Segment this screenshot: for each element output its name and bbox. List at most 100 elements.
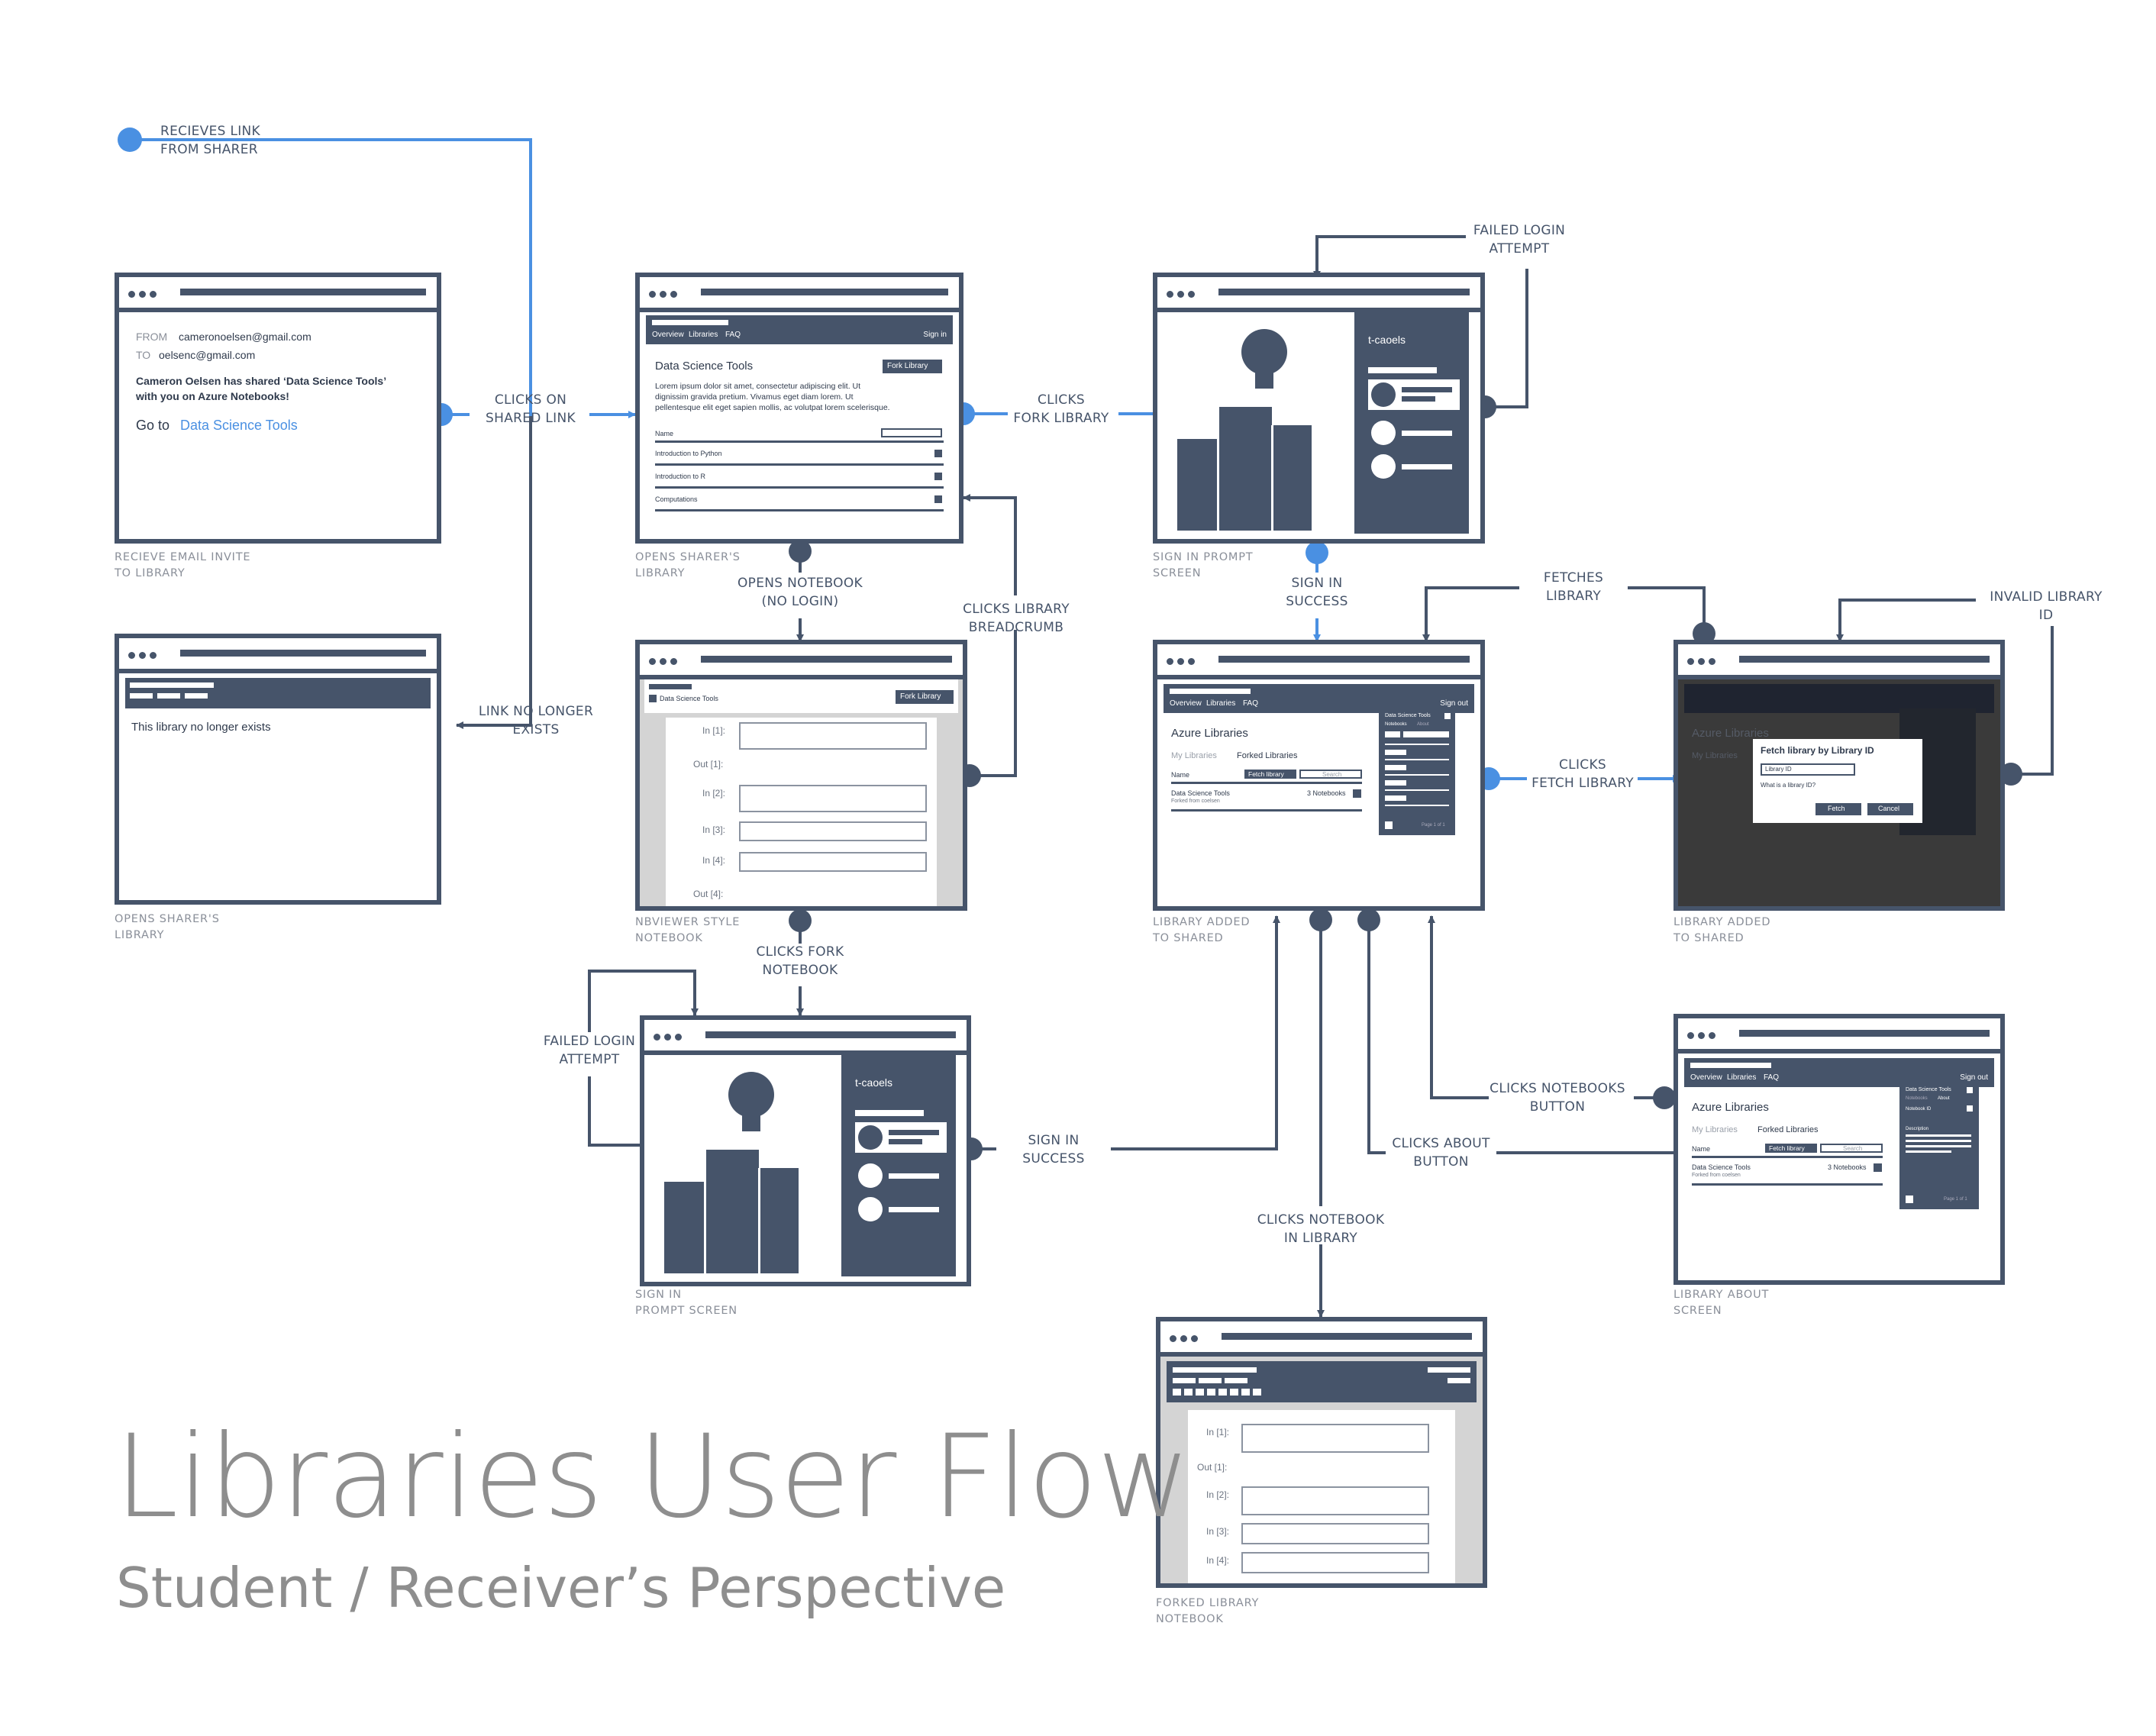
nav-libraries[interactable]: Libraries: [1727, 1073, 1757, 1082]
caption-shared-library: OPENS SHARER'S LIBRARY: [635, 551, 741, 579]
fetch-library-button[interactable]: Fetch library: [1244, 770, 1296, 779]
caption-sign-in-2: SIGN IN PROMPT SCREEN: [635, 1289, 737, 1317]
code-cell[interactable]: [1241, 1552, 1429, 1573]
code-cell[interactable]: [1241, 1486, 1429, 1515]
browser-chrome: [1157, 644, 1480, 679]
account-username: t-caoels: [1368, 334, 1406, 346]
nav-faq[interactable]: FAQ: [1764, 1073, 1780, 1082]
page-title: Libraries User Flow: [115, 1411, 1190, 1544]
nav-overview[interactable]: Overview: [652, 331, 684, 339]
browser-chrome: [640, 277, 959, 312]
library-id-help-link[interactable]: What is a library ID?: [1761, 782, 1816, 789]
cell-prompt: In [2]:: [702, 788, 726, 799]
fork-library-button[interactable]: Fork Library: [883, 360, 942, 373]
browser-chrome: [1157, 277, 1480, 312]
connector-about-button: [1367, 920, 1386, 1154]
page-heading: Azure Libraries: [1692, 1101, 1769, 1114]
cell-prompt: Out [1]:: [1197, 1462, 1228, 1473]
notebook-row[interactable]: Introduction to R: [655, 473, 706, 480]
email-to-label: TO: [136, 349, 151, 361]
email-to-value: oelsenc@gmail.com: [159, 349, 256, 361]
notebook-row[interactable]: Computations: [655, 495, 698, 503]
screen-library-about: Overview Libraries FAQ Sign out Azure Li…: [1673, 1014, 2005, 1285]
library-row-title[interactable]: Data Science Tools: [1692, 1163, 1751, 1171]
code-cell[interactable]: [1241, 1523, 1429, 1544]
nav-libraries[interactable]: Libraries: [1206, 699, 1236, 708]
account-option[interactable]: [858, 1197, 883, 1221]
sign-out-link[interactable]: Sign out: [1440, 699, 1468, 708]
caption-library-added-fetch: LIBRARY ADDED TO SHARED: [1673, 916, 1771, 944]
code-cell[interactable]: [739, 852, 927, 872]
email-goto-prefix: Go to: [136, 418, 170, 433]
notebooks-button[interactable]: [1353, 789, 1361, 798]
cell-prompt: In [3]:: [702, 824, 726, 835]
caption-library-added: LIBRARY ADDED TO SHARED: [1153, 916, 1251, 944]
connector-receive-link: [130, 138, 532, 416]
name-column-header: Name: [1171, 771, 1190, 779]
notebooks-button[interactable]: [1874, 1163, 1882, 1172]
code-cell[interactable]: [1241, 1424, 1429, 1453]
notebook-toolbar: [1167, 1361, 1477, 1402]
caption-sign-in-1: SIGN IN PROMPT SCREEN: [1153, 551, 1254, 579]
fetch-button[interactable]: Fetch: [1815, 803, 1861, 815]
node: [1306, 541, 1328, 564]
tab-forked-libraries[interactable]: Forked Libraries: [1757, 1125, 1819, 1134]
library-id-input[interactable]: Library ID: [1761, 763, 1855, 776]
tab-my-libraries[interactable]: My Libraries: [1692, 1125, 1738, 1134]
tab-forked-libraries[interactable]: Forked Libraries: [1237, 751, 1298, 760]
library-breadcrumb[interactable]: Data Science Tools: [660, 695, 718, 702]
code-cell[interactable]: [739, 722, 927, 750]
cell-prompt: In [4]:: [1206, 1555, 1230, 1566]
screen-no-longer-exists: This library no longer exists: [115, 634, 441, 905]
nav-bar: [125, 678, 431, 708]
sign-out-link[interactable]: Sign out: [1960, 1073, 1988, 1082]
label-failed-login-2: FAILED LOGIN ATTEMPT: [543, 1034, 636, 1067]
library-description: Lorem ipsum dolor sit amet, consectetur …: [655, 382, 890, 412]
nav-overview[interactable]: Overview: [1170, 699, 1202, 708]
nav-bar: Overview Libraries FAQ Sign out: [1684, 1058, 1994, 1087]
code-cell[interactable]: [739, 785, 927, 812]
library-row-subtitle: Forked from coelsen: [1692, 1173, 1741, 1178]
node: [1693, 622, 1715, 645]
label-sign-in-success-2: SIGN IN SUCCESS: [1022, 1133, 1085, 1166]
notebook-row[interactable]: Introduction to Python: [655, 450, 722, 457]
label-failed-login-1: FAILED LOGIN ATTEMPT: [1473, 223, 1566, 257]
connector-library-breadcrumb: [970, 630, 1017, 777]
email-library-link[interactable]: Data Science Tools: [180, 418, 298, 433]
code-cell[interactable]: [739, 821, 927, 841]
fetch-library-dialog: Fetch library by Library ID Library ID W…: [1753, 739, 1922, 823]
nav-libraries[interactable]: Libraries: [689, 331, 718, 339]
tab-my-libraries[interactable]: My Libraries: [1171, 751, 1217, 760]
name-column-header: Name: [1692, 1145, 1711, 1153]
library-row-title[interactable]: Data Science Tools: [1171, 789, 1230, 797]
nav-overview[interactable]: Overview: [1690, 1073, 1722, 1082]
browser-chrome: [644, 1020, 967, 1055]
search-input[interactable]: Search: [1299, 770, 1362, 779]
nav-faq[interactable]: FAQ: [725, 331, 741, 339]
fetch-library-button[interactable]: Fetch library: [1765, 1144, 1817, 1153]
email-from-label: FROM: [136, 331, 168, 343]
search-input[interactable]: Search: [1820, 1144, 1883, 1153]
cell-prompt: In [3]:: [1206, 1526, 1230, 1537]
screen-fetch-library-dialog: Azure Libraries My Libraries Fetch libra…: [1673, 640, 2005, 911]
fork-library-button[interactable]: Fork Library: [896, 690, 954, 704]
account-option[interactable]: [1371, 421, 1396, 445]
account-option[interactable]: [1368, 379, 1460, 410]
nav-faq[interactable]: FAQ: [1243, 699, 1259, 708]
sign-in-link[interactable]: Sign in: [923, 331, 947, 339]
screen-forked-library-notebook: In [1]: Out [1]: In [2]: In [3]: In [4]:: [1156, 1317, 1487, 1588]
notebook-header: Data Science Tools Fork Library: [644, 679, 958, 713]
cell-prompt: In [2]:: [1206, 1489, 1230, 1500]
account-option[interactable]: [855, 1122, 947, 1153]
notebook-body: In [1]: Out [1]: In [2]: In [3]: In [4]:…: [666, 718, 937, 906]
account-option[interactable]: [858, 1163, 883, 1188]
connector-failed-login-1: [1485, 269, 1528, 408]
cell-prompt: In [4]:: [702, 855, 726, 866]
library-row-subtitle: Forked from coelsen: [1171, 799, 1220, 804]
cancel-button[interactable]: Cancel: [1867, 803, 1913, 815]
label-clicks-fork-notebook: CLICKS FORK NOTEBOOK: [756, 944, 844, 978]
account-option[interactable]: [1371, 454, 1396, 479]
library-title: Data Science Tools: [655, 360, 754, 373]
search-input[interactable]: [881, 428, 942, 437]
browser-chrome: [119, 638, 437, 673]
